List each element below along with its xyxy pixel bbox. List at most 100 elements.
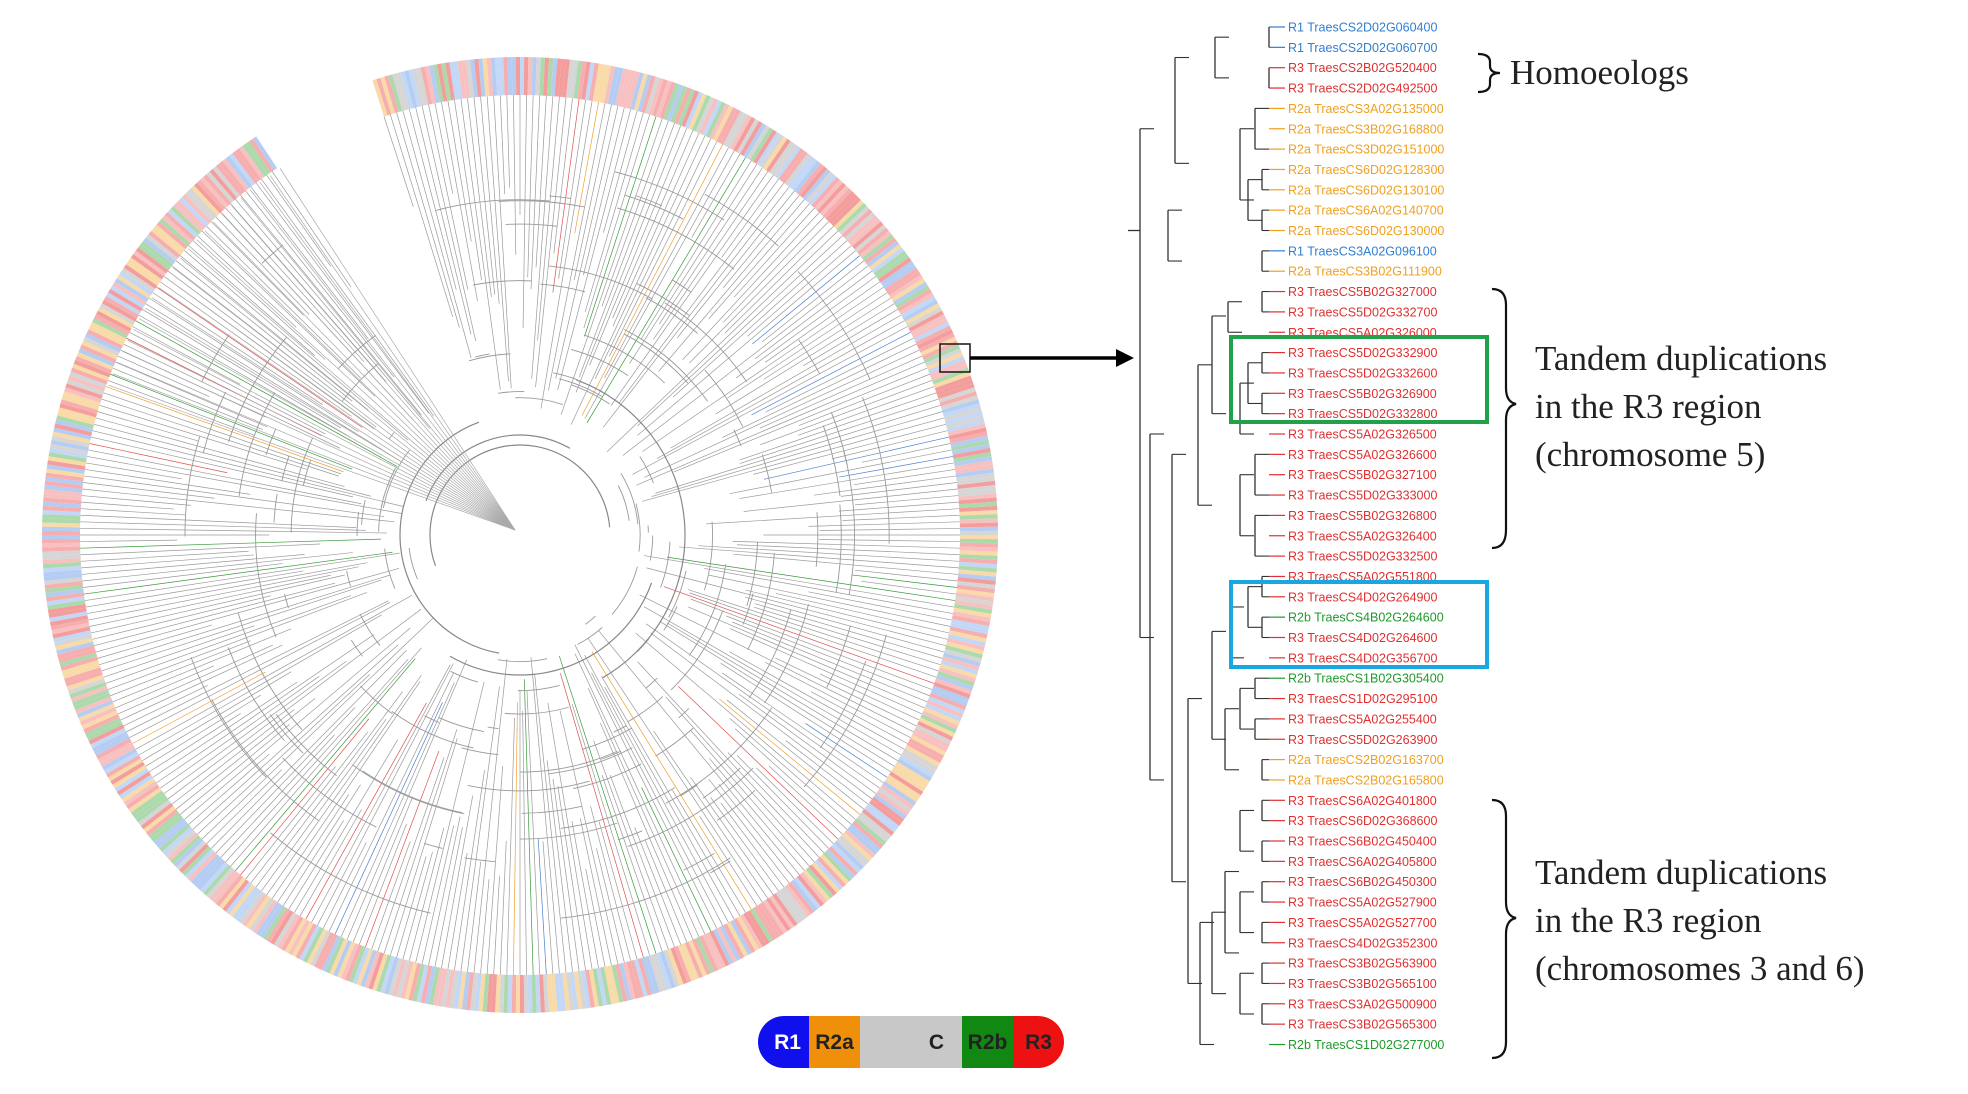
- radial-branch: [83, 563, 283, 588]
- ring-segment: [232, 150, 259, 184]
- radial-branch: [765, 337, 914, 413]
- ring-segment: [934, 678, 972, 695]
- ring-segment: [53, 630, 92, 643]
- ring-segment: [857, 814, 889, 843]
- radial-branch: [560, 118, 663, 415]
- radial-branch: [240, 718, 370, 876]
- ring-segment: [558, 972, 566, 1012]
- ring-segment: [58, 407, 97, 422]
- radial-branch: [87, 456, 402, 514]
- internal-arc: [733, 429, 742, 447]
- ring-segment: [61, 395, 100, 411]
- radial-branch: [727, 292, 888, 399]
- radial-branch: [305, 702, 427, 920]
- ring-segment: [945, 415, 984, 429]
- ring-segment: [945, 641, 984, 655]
- leaf-label: R3 TraesCS6B02G450400: [1288, 835, 1437, 849]
- ring-segment: [116, 274, 151, 299]
- ring-segment: [565, 59, 575, 98]
- long-branch: [204, 230, 516, 531]
- radial-branch: [103, 392, 342, 475]
- radial-branch: [421, 825, 455, 965]
- ring-segment: [808, 174, 837, 206]
- radial-branch: [650, 632, 873, 800]
- homoeologs-brace: [1477, 52, 1501, 94]
- ring-segment: [705, 101, 726, 138]
- ring-segment: [436, 63, 448, 102]
- ring-segment: [709, 103, 730, 140]
- internal-arc: [678, 708, 690, 719]
- radial-branch: [756, 767, 834, 845]
- internal-arc: [664, 302, 748, 383]
- ring-segment: [56, 641, 95, 655]
- ring-segment: [486, 973, 494, 1013]
- internal-arc: [559, 378, 603, 397]
- leaf-label: R3 TraesCS5D02G333000: [1288, 489, 1437, 503]
- ring-segment: [352, 947, 370, 985]
- ring-segment: [702, 100, 723, 137]
- radial-branch: [81, 501, 174, 510]
- leaf-label: R1 TraesCS3A02G096100: [1288, 244, 1437, 258]
- ring-segment: [47, 603, 87, 614]
- radial-branch: [583, 114, 651, 329]
- ring-segment: [215, 163, 244, 196]
- radial-branch: [729, 651, 905, 750]
- ring-segment: [828, 194, 858, 224]
- tandem2-brace: [1491, 798, 1517, 1060]
- radial-branch: [480, 879, 490, 974]
- ring-segment: [126, 260, 160, 286]
- ring-segment: [222, 879, 250, 912]
- radial-branch: [689, 592, 937, 678]
- radial-branch: [434, 827, 463, 967]
- leaf-label: R2a TraesCS3A02G135000: [1288, 102, 1444, 116]
- ring-segment: [133, 793, 167, 820]
- internal-arc: [352, 764, 465, 815]
- ring-segment: [43, 565, 82, 573]
- radial-branch: [785, 740, 869, 805]
- radial-branch: [171, 709, 295, 805]
- ring-segment: [242, 893, 268, 927]
- ring-segment: [64, 667, 102, 683]
- leaf-label: R2a TraesCS6A02G140700: [1288, 204, 1444, 218]
- ring-segment: [756, 904, 781, 939]
- ring-segment: [775, 145, 801, 180]
- ring-segment: [759, 134, 784, 169]
- ring-segment: [428, 966, 440, 1005]
- ring-segment: [938, 667, 976, 683]
- long-branch: [165, 277, 516, 531]
- ring-segment: [57, 645, 95, 659]
- ring-segment: [44, 577, 83, 585]
- radial-branch: [642, 286, 884, 452]
- ring-segment: [51, 435, 90, 448]
- ring-segment: [943, 648, 982, 663]
- ring-segment: [726, 921, 749, 958]
- radial-branch: [558, 655, 657, 954]
- ring-segment: [592, 63, 604, 102]
- ring-segment: [302, 927, 324, 963]
- ring-segment: [249, 138, 274, 173]
- ring-segment: [58, 648, 97, 663]
- ring-segment: [256, 901, 281, 936]
- zoom-arrow-head: [1116, 349, 1134, 367]
- ring-segment: [684, 941, 703, 979]
- internal-arc: [797, 271, 871, 380]
- radial-branch: [643, 555, 955, 608]
- homoeologs-label: Homoeologs: [1510, 53, 1689, 92]
- ring-segment: [72, 689, 110, 707]
- internal-arc: [346, 570, 351, 587]
- ring-segment: [92, 731, 128, 753]
- ring-segment: [206, 171, 235, 203]
- radial-branch: [732, 541, 960, 549]
- ring-segment: [112, 281, 147, 306]
- internal-arc: [826, 625, 851, 688]
- radial-branch: [85, 462, 182, 480]
- ring-segment: [148, 230, 181, 259]
- radial-branch: [82, 552, 353, 582]
- radial-branch: [83, 475, 385, 517]
- ring-segment: [959, 505, 998, 512]
- ring-segment: [955, 596, 994, 606]
- radial-branch: [365, 751, 440, 948]
- ring-segment: [222, 158, 250, 191]
- ring-segment: [527, 57, 533, 96]
- ring-segment: [611, 67, 624, 106]
